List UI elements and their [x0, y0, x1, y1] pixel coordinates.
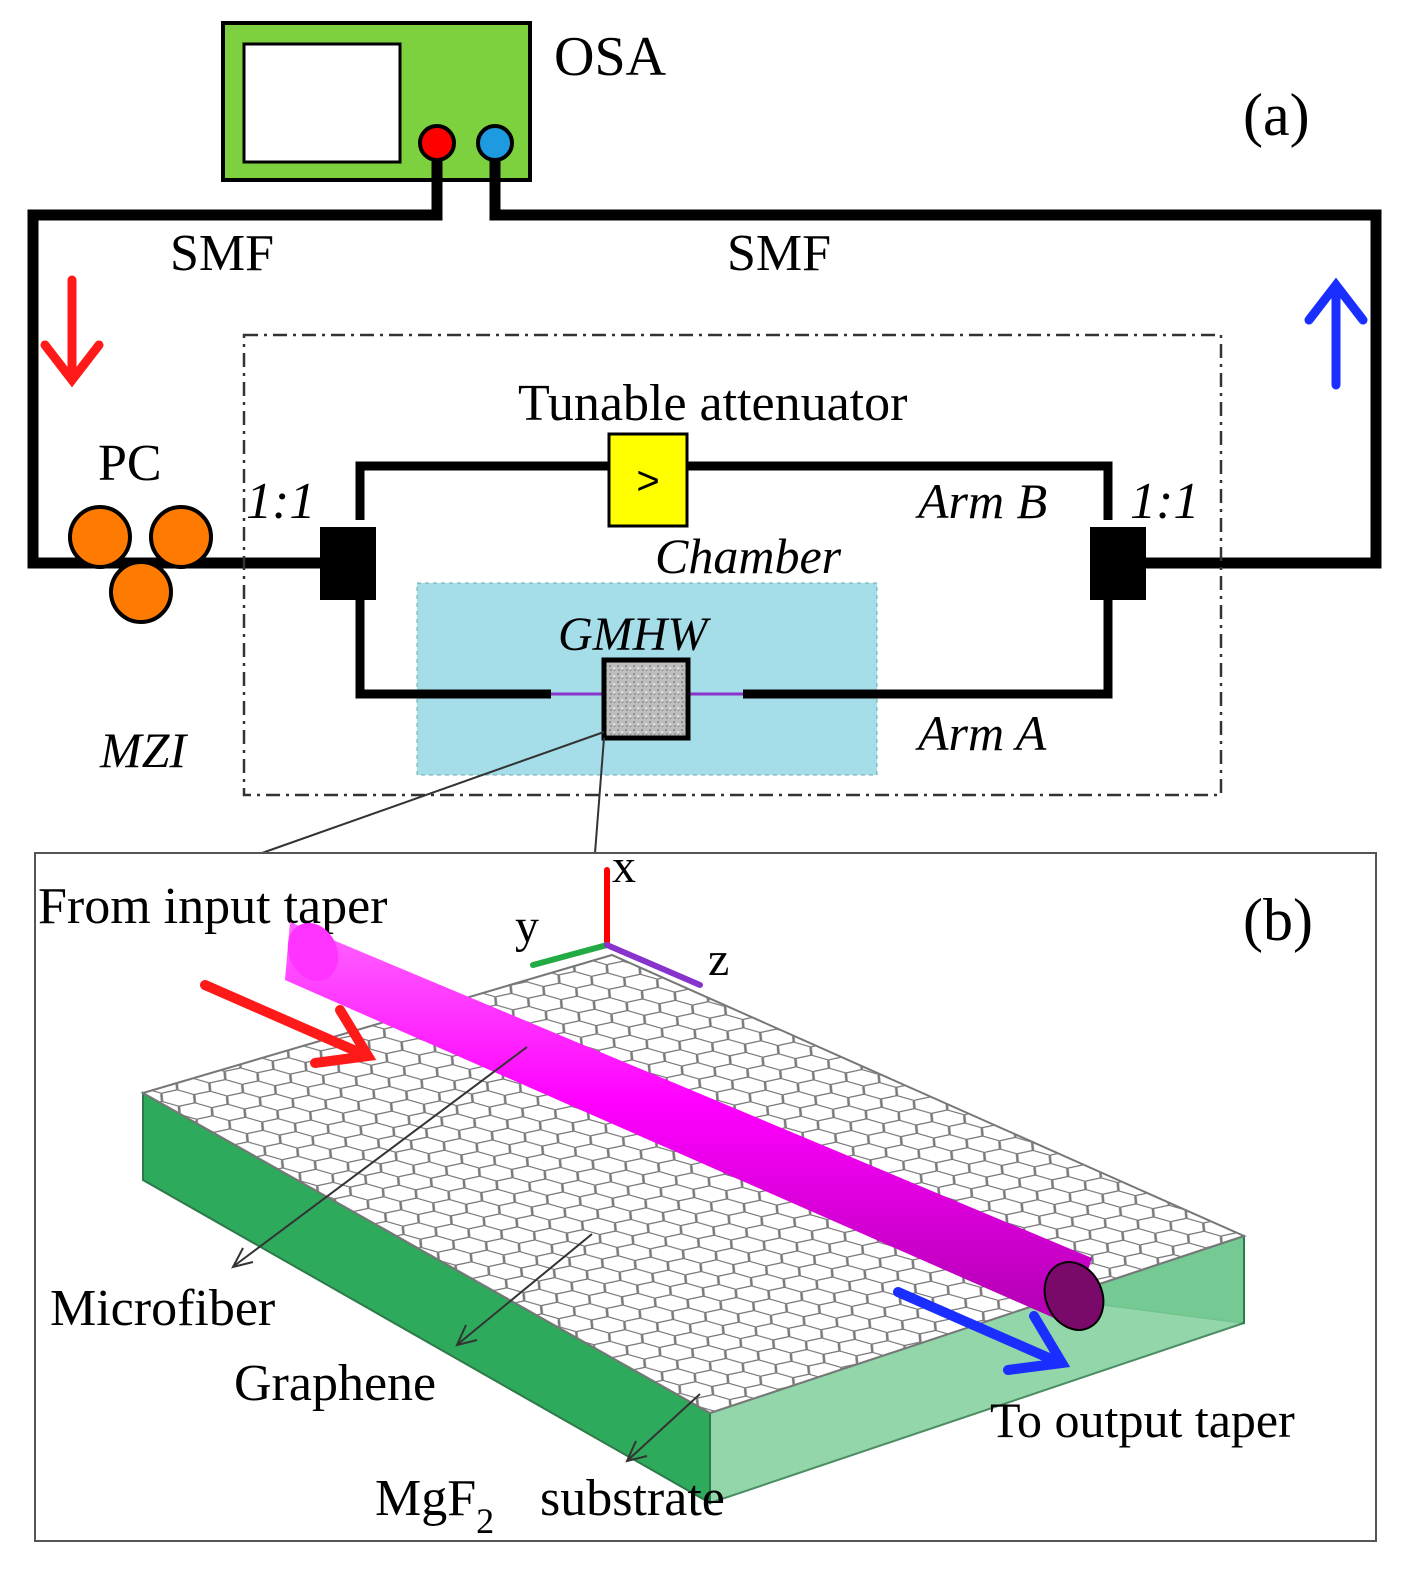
graphene-label: Graphene [234, 1355, 436, 1412]
arm-a-fiber-right [743, 600, 1113, 699]
input-direction-arrow [40, 275, 104, 388]
mzi-label: MZI [99, 722, 188, 778]
axis-x-label: x [612, 840, 636, 893]
microfiber-end-face [1043, 1261, 1105, 1331]
z-axis-line [604, 942, 703, 988]
panel-b-label: (b) [1243, 887, 1313, 953]
zoom-line-right [594, 737, 605, 854]
smf-right-label: SMF [727, 225, 831, 282]
coupler-left [320, 527, 376, 600]
coupler-right-label: 1:1 [1130, 473, 1199, 530]
coordinate-axes [530, 867, 703, 988]
substrate-subscript: 2 [476, 1501, 494, 1541]
osa-port-blue [476, 124, 514, 162]
microfiber-rod [285, 922, 1105, 1331]
panel-a-label: (a) [1243, 82, 1310, 148]
attenuator-label: Tunable attenuator [518, 375, 907, 432]
output-direction-arrow [1304, 277, 1368, 390]
substrate-prefix: MgF [375, 1470, 476, 1527]
arm-a-fiber-left [355, 600, 551, 699]
coupler-left-label: 1:1 [246, 473, 315, 530]
polarization-controller [68, 505, 213, 624]
pc-label: PC [98, 435, 162, 492]
tunable-attenuator [607, 432, 689, 528]
substrate-suffix: substrate [540, 1470, 725, 1527]
osa-label: OSA [554, 26, 667, 88]
coupler-right [1090, 527, 1146, 600]
input-taper-label: From input taper [38, 878, 388, 935]
arm-a-label: Arm A [915, 705, 1047, 761]
chamber-label: Chamber [655, 528, 842, 584]
microfiber-label: Microfiber [50, 1280, 275, 1337]
panel-a: OSA (a) SMF SMF PC Chamber GMHW [27, 21, 1382, 854]
gmhw-label: GMHW [558, 608, 711, 661]
arm-b-fiber [355, 461, 1113, 520]
smf-left-label: SMF [170, 225, 274, 282]
axis-z-label: z [708, 933, 729, 986]
output-taper-label: To output taper [990, 1392, 1295, 1448]
y-axis-line [530, 942, 610, 968]
input-light-arrow [200, 980, 377, 1068]
arm-b-label: Arm B [915, 473, 1047, 529]
mzi-boundary [242, 333, 1223, 797]
callout-pointers [231, 1046, 701, 1463]
attenuator-symbol: > [636, 459, 659, 503]
osa-port-red [418, 124, 456, 162]
panel-b: (b) From input taper x y z [34, 840, 1377, 1542]
chamber [416, 582, 878, 776]
substrate-label: MgF2 substrate [375, 1470, 725, 1541]
osa-screen [242, 42, 402, 164]
output-light-arrow [893, 1287, 1071, 1375]
zoom-line-left [261, 731, 605, 854]
osa-instrument [221, 21, 532, 182]
axis-y-label: y [515, 900, 539, 953]
gmhw-sample [601, 657, 691, 741]
